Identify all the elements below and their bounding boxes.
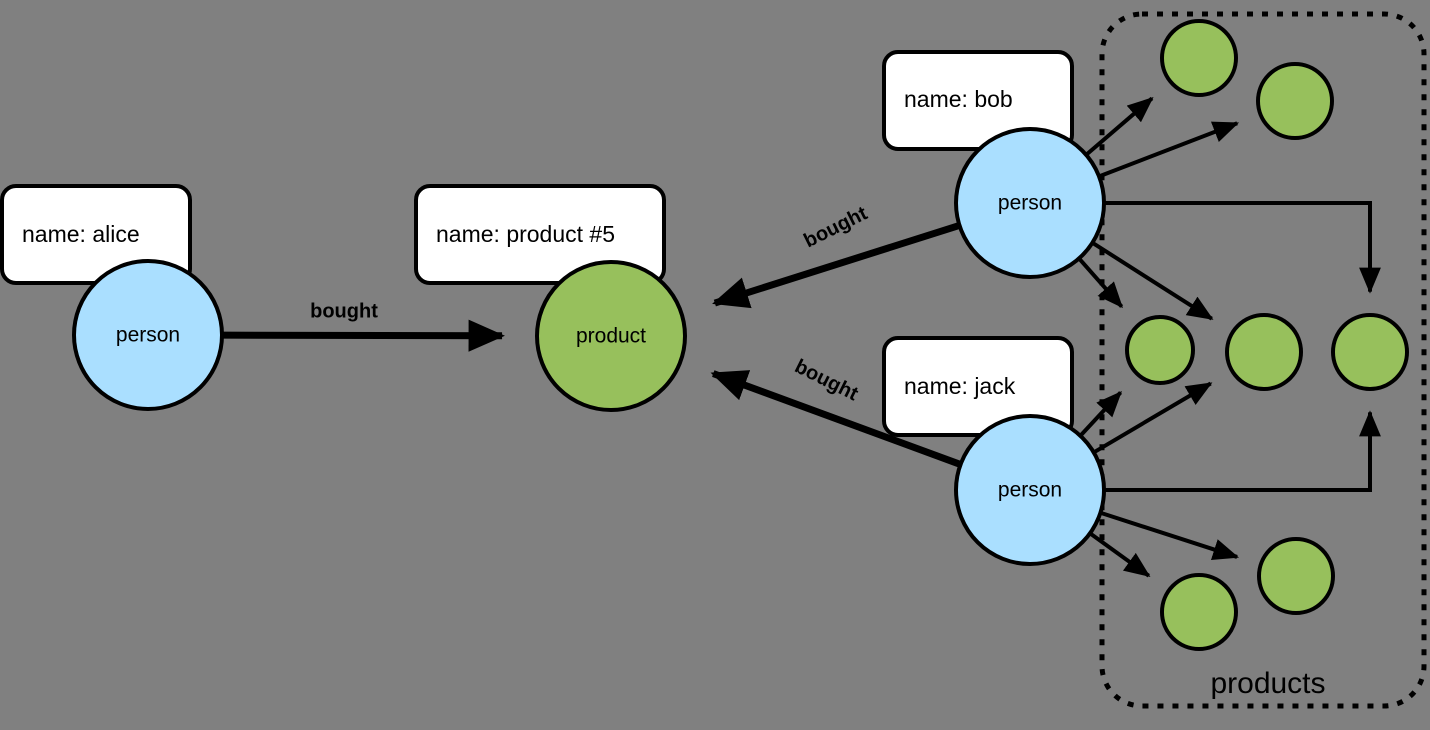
node-p5[interactable]: product — [535, 260, 687, 412]
node-circle-product[interactable] — [1125, 315, 1195, 385]
node-circle-person[interactable] — [954, 127, 1106, 279]
edge-jack-g3 — [1077, 390, 1123, 439]
edge-jack-g4 — [1091, 381, 1213, 456]
node-alice[interactable]: person — [72, 259, 224, 411]
property-box-box-p5: name: product #5 — [414, 184, 666, 285]
edge-jack-p5 — [710, 370, 964, 469]
clusters-layer: products — [1099, 11, 1427, 709]
edge-bob-p5 — [712, 221, 963, 309]
node-circle-product[interactable] — [1256, 62, 1334, 140]
edge-bob-g1 — [1083, 96, 1154, 158]
edge-label-jack-p5: bought — [791, 355, 862, 405]
edge-label-alice-p5: bought — [310, 300, 378, 322]
property-box-text: name: bob — [904, 86, 1013, 112]
edge-jack-g6 — [1087, 530, 1151, 578]
edge-bob-g2 — [1096, 121, 1240, 180]
node-circle-product[interactable] — [1257, 537, 1335, 615]
property-box-box-alice: name: alice — [0, 184, 192, 285]
node-g4[interactable] — [1225, 313, 1303, 391]
node-circle-person[interactable] — [954, 414, 1106, 566]
node-g3[interactable] — [1125, 315, 1195, 385]
node-jack[interactable]: person — [954, 414, 1106, 566]
nodes-layer: person product person person — [72, 19, 1409, 651]
node-circle-product[interactable] — [1160, 19, 1238, 97]
node-label: person — [998, 479, 1062, 502]
property-box-text: name: alice — [22, 221, 140, 247]
edge-alice-p5 — [219, 319, 505, 352]
node-circle-product[interactable] — [1225, 313, 1303, 391]
edge-jack-g7 — [1097, 510, 1240, 560]
node-label: product — [576, 325, 646, 348]
edges-layer — [219, 96, 1381, 578]
property-box-frame — [414, 184, 666, 285]
node-g2[interactable] — [1256, 62, 1334, 140]
property-box-box-bob: name: bob — [882, 50, 1074, 151]
property-box-text: name: jack — [904, 373, 1016, 399]
cluster-label: products — [1210, 667, 1325, 700]
property-box-text: name: product #5 — [436, 221, 615, 247]
node-label: person — [116, 324, 180, 347]
property-box-box-jack: name: jack — [882, 336, 1074, 437]
node-circle-product[interactable] — [535, 260, 687, 412]
node-circle-product[interactable] — [1331, 313, 1409, 391]
node-circle-product[interactable] — [1160, 573, 1238, 651]
cluster-products-cluster: products — [1099, 11, 1427, 709]
edge-bob-g3 — [1076, 255, 1124, 309]
edge-label-bob-p5: bought — [800, 202, 871, 252]
property-boxes-layer: name: alice name: product #5 name: bob name… — [0, 50, 1074, 437]
edge-jack-g5 — [1102, 410, 1381, 492]
node-circle-person[interactable] — [72, 259, 224, 411]
node-g7[interactable] — [1257, 537, 1335, 615]
edge-bob-g4 — [1089, 239, 1214, 321]
node-label: person — [998, 192, 1062, 215]
node-g5[interactable] — [1331, 313, 1409, 391]
edge-bob-g5 — [1102, 201, 1381, 294]
node-g1[interactable] — [1160, 19, 1238, 97]
node-g6[interactable] — [1160, 573, 1238, 651]
node-bob[interactable]: person — [954, 127, 1106, 279]
cluster-outline — [1099, 11, 1427, 709]
